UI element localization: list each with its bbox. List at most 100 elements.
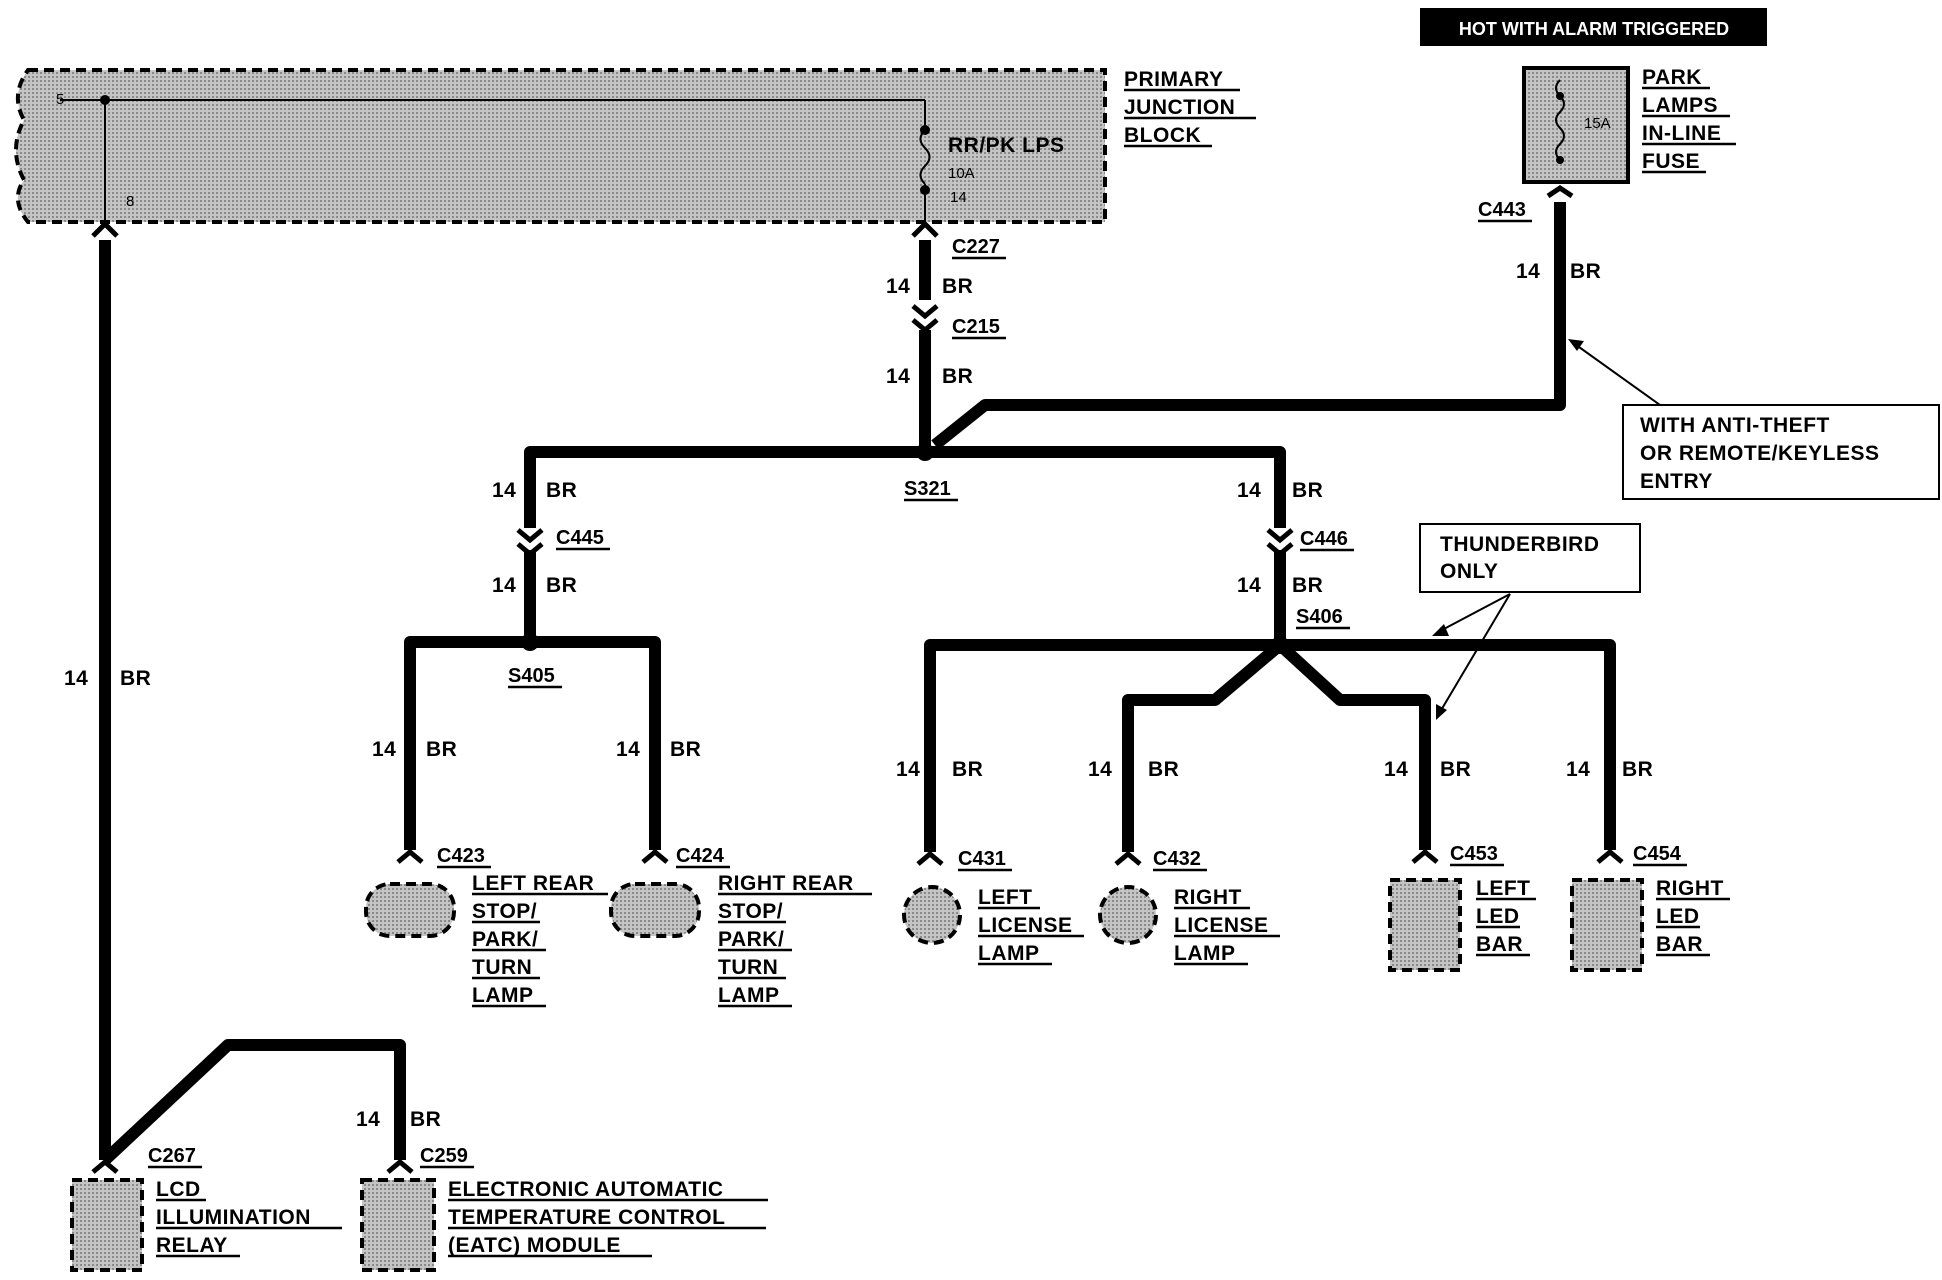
- connector-c267: C267: [148, 1145, 196, 1167]
- wire-color: BR: [120, 667, 151, 690]
- connector-c432: C432: [1153, 848, 1201, 870]
- inline-fuse-line-3: IN-LINE: [1642, 122, 1721, 145]
- splice-s405: S405: [508, 665, 555, 687]
- park-lamps-inline-fuse: 15A: [1522, 66, 1630, 184]
- connector-labels: C227 C215 C443 S321 C445 C446 S405 S406 …: [148, 199, 1687, 1169]
- wire-gauge: 14: [492, 574, 516, 597]
- wire-gauge: 14: [1088, 758, 1112, 781]
- primary-junction-block: 5 8 RR/PK LPS 10A 14: [14, 68, 1107, 224]
- left-rear-line-4: TURN: [472, 956, 532, 979]
- inline-fuse-line-1: PARK: [1642, 66, 1702, 89]
- junction-title-line-3: BLOCK: [1124, 124, 1201, 147]
- wire-color: BR: [1292, 574, 1323, 597]
- right-rear-line-3: PARK/: [718, 928, 784, 951]
- anti-theft-line-1: WITH ANTI-THEFT: [1640, 414, 1830, 437]
- right-license-line-3: LAMP: [1174, 942, 1236, 965]
- wire-labels: 14 BR 14 BR 14 BR 14 BR 14 BR 14 BR 14 B…: [64, 260, 1653, 1131]
- connector-c443: C443: [1478, 199, 1526, 221]
- wire-gauge: 14: [1566, 758, 1590, 781]
- wire-gauge: 14: [64, 667, 88, 690]
- anti-theft-line-2: OR REMOTE/KEYLESS: [1640, 442, 1880, 465]
- lcd-illumination-relay: LCD ILLUMINATION RELAY: [70, 1158, 342, 1272]
- wire-gauge: 14: [1237, 479, 1261, 502]
- eatc-line-1: ELECTRONIC AUTOMATIC: [448, 1178, 724, 1201]
- thunderbird-line-2: ONLY: [1440, 560, 1498, 583]
- wire-gauge: 14: [492, 479, 516, 502]
- wire-color: BR: [1440, 758, 1471, 781]
- wire-gauge: 14: [896, 758, 920, 781]
- wire-gauge: 14: [886, 365, 910, 388]
- left-led-line-2: LED: [1476, 905, 1520, 928]
- right-led-line-3: BAR: [1656, 933, 1703, 956]
- right-license-line-2: LICENSE: [1174, 914, 1269, 937]
- pin-top-label: 5: [56, 91, 64, 108]
- wire-color: BR: [952, 758, 983, 781]
- left-rear-line-3: PARK/: [472, 928, 538, 951]
- fuse-label: RR/PK LPS: [948, 134, 1065, 157]
- connector-c227: C227: [952, 236, 1000, 258]
- wire-gauge: 14: [886, 275, 910, 298]
- right-rear-line-1: RIGHT REAR: [718, 872, 854, 895]
- wire-color: BR: [546, 479, 577, 502]
- left-license-line-2: LICENSE: [978, 914, 1073, 937]
- right-license-lamp: RIGHT LICENSE LAMP: [1098, 850, 1280, 966]
- right-led-bar: RIGHT LED BAR: [1570, 848, 1730, 972]
- anti-theft-line-3: ENTRY: [1640, 470, 1713, 493]
- left-license-line-1: LEFT: [978, 886, 1033, 909]
- right-rear-lamp: RIGHT REAR STOP/ PARK/ TURN LAMP: [609, 848, 872, 1008]
- junction-title-line-2: JUNCTION: [1124, 96, 1235, 119]
- left-rear-line-2: STOP/: [472, 900, 537, 923]
- right-rear-line-5: LAMP: [718, 984, 780, 1007]
- connector-c259: C259: [420, 1145, 468, 1167]
- connector-c424: C424: [676, 845, 725, 867]
- wire-gauge: 14: [372, 738, 396, 761]
- wire-color: BR: [1570, 260, 1601, 283]
- wire-color: BR: [670, 738, 701, 761]
- splice-s321: S321: [904, 478, 951, 500]
- eatc-module: ELECTRONIC AUTOMATIC TEMPERATURE CONTROL…: [360, 1158, 768, 1272]
- left-rear-line-5: LAMP: [472, 984, 534, 1007]
- wire-color: BR: [942, 365, 973, 388]
- wire-color: BR: [1148, 758, 1179, 781]
- wire-color: BR: [942, 275, 973, 298]
- fuse-number: 14: [950, 189, 967, 206]
- wire-color: BR: [410, 1108, 441, 1131]
- connector-c423: C423: [437, 845, 485, 867]
- eatc-line-2: TEMPERATURE CONTROL: [448, 1206, 725, 1229]
- thunderbird-line-1: THUNDERBIRD: [1440, 533, 1600, 556]
- wire-gauge: 14: [1516, 260, 1540, 283]
- thunderbird-note: THUNDERBIRD ONLY: [1419, 523, 1641, 720]
- connector-c215: C215: [952, 316, 1000, 338]
- right-led-line-1: RIGHT: [1656, 877, 1724, 900]
- left-led-line-3: BAR: [1476, 933, 1523, 956]
- lcd-relay-line-1: LCD: [156, 1178, 201, 1201]
- inline-fuse-line-4: FUSE: [1642, 150, 1700, 173]
- wires: [99, 202, 1616, 1165]
- inline-fuse-rating: 15A: [1584, 115, 1611, 132]
- left-rear-line-1: LEFT REAR: [472, 872, 594, 895]
- wire-gauge: 14: [1384, 758, 1408, 781]
- connector-c431: C431: [958, 848, 1006, 870]
- connector-c446: C446: [1300, 528, 1348, 550]
- connector-c454: C454: [1633, 843, 1682, 865]
- connector-c453: C453: [1450, 843, 1498, 865]
- wire-color: BR: [1292, 479, 1323, 502]
- lcd-relay-line-3: RELAY: [156, 1234, 228, 1257]
- anti-theft-note: WITH ANTI-THEFT OR REMOTE/KEYLESS ENTRY: [1568, 339, 1940, 500]
- left-license-lamp: LEFT LICENSE LAMP: [902, 850, 1084, 966]
- wire-gauge: 14: [616, 738, 640, 761]
- left-license-line-3: LAMP: [978, 942, 1040, 965]
- left-led-line-1: LEFT: [1476, 877, 1531, 900]
- left-led-bar: LEFT LED BAR: [1388, 848, 1536, 972]
- right-rear-line-2: STOP/: [718, 900, 783, 923]
- lcd-relay-line-2: ILLUMINATION: [156, 1206, 311, 1229]
- wire-color: BR: [426, 738, 457, 761]
- inline-fuse-line-2: LAMPS: [1642, 94, 1718, 117]
- wire-color: BR: [546, 574, 577, 597]
- inline-fuse-title: PARK LAMPS IN-LINE FUSE: [1642, 66, 1736, 174]
- connector-c445: C445: [556, 527, 604, 549]
- splice-s406: S406: [1296, 606, 1343, 628]
- fuse-rating: 10A: [948, 165, 975, 182]
- pin-left-label: 8: [126, 193, 134, 210]
